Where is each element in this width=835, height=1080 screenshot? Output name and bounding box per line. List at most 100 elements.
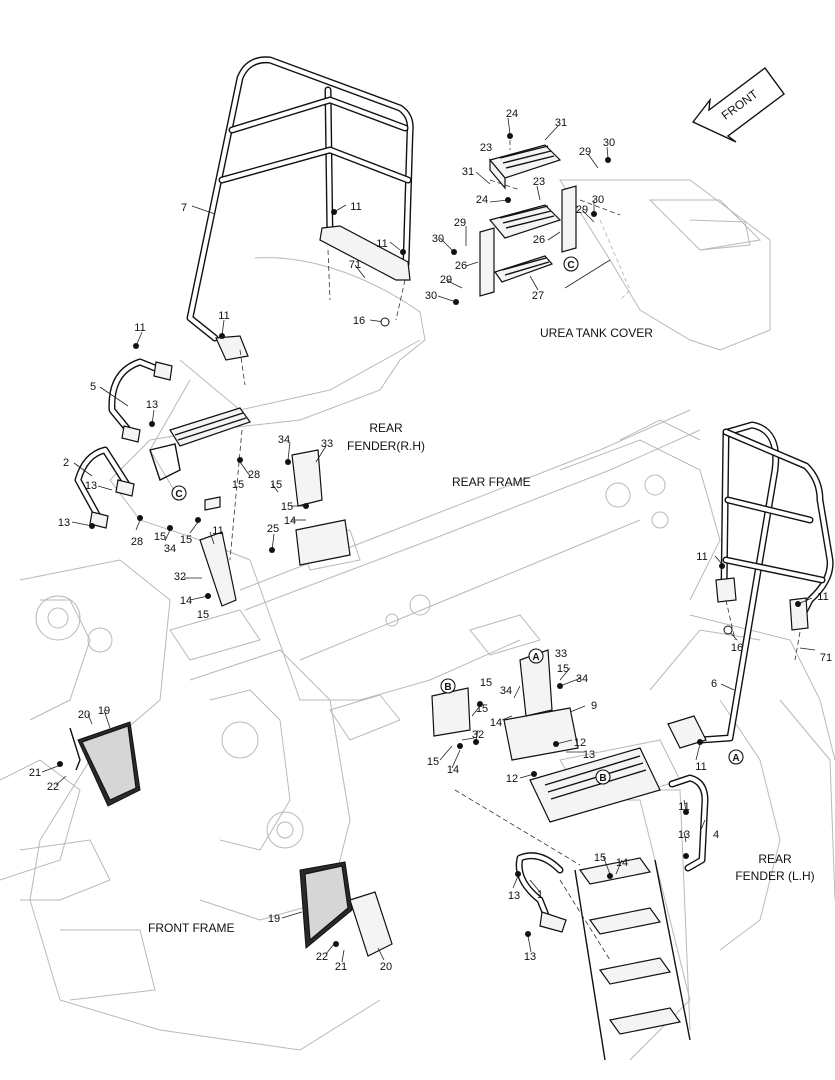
- rear-fender-lh-label-line2: FENDER (L.H): [735, 869, 814, 883]
- urea-tank-cover-label: UREA TANK COVER: [540, 326, 653, 340]
- rear-fender-lh-label-line1: REAR: [758, 852, 792, 866]
- handrail-4: [668, 774, 709, 872]
- handrail-7: [186, 56, 414, 361]
- callout-23: 23: [480, 142, 492, 154]
- svg-text:B: B: [444, 682, 451, 693]
- callout-21: 21: [335, 961, 347, 973]
- callout-11: 11: [212, 525, 223, 537]
- callout-13: 13: [58, 517, 70, 529]
- step-ladder-lh: [529, 747, 691, 1061]
- callout-16: 16: [731, 642, 743, 654]
- callout-16: 16: [353, 315, 365, 327]
- callout-15: 15: [427, 756, 439, 768]
- callout-33: 33: [555, 648, 567, 660]
- callout-26: 26: [533, 234, 545, 246]
- callout-34: 34: [164, 543, 176, 555]
- callout-7: 7: [181, 202, 187, 214]
- svg-text:B: B: [599, 773, 606, 784]
- callout-30: 30: [432, 233, 444, 245]
- callout-11: 11: [696, 551, 707, 563]
- callout-31: 31: [462, 166, 474, 178]
- callout-11: 11: [350, 201, 361, 213]
- callout-14: 14: [284, 515, 296, 527]
- callout-15: 15: [281, 501, 293, 513]
- callout-12: 12: [574, 737, 586, 749]
- callout-5: 5: [90, 381, 96, 393]
- svg-text:A: A: [532, 652, 539, 663]
- callout-71: 71: [820, 652, 832, 664]
- ref-marker-c-upper: C: [563, 256, 579, 272]
- callout-34: 34: [278, 434, 290, 446]
- callout-29: 29: [454, 217, 466, 229]
- callout-23: 23: [533, 176, 545, 188]
- callout-14: 14: [447, 764, 459, 776]
- leader-lines: [41, 117, 816, 963]
- callout-12: 12: [506, 773, 518, 785]
- callout-19: 19: [98, 705, 110, 717]
- callout-13: 13: [508, 890, 520, 902]
- callout-15: 15: [270, 479, 282, 491]
- callout-21: 21: [29, 767, 41, 779]
- callout-15: 15: [180, 534, 192, 546]
- callout-11: 11: [695, 761, 706, 773]
- callout-11: 11: [134, 322, 145, 334]
- callout-29: 29: [576, 204, 588, 216]
- callout-4: 4: [713, 829, 719, 841]
- callout-30: 30: [603, 137, 615, 149]
- svg-text:A: A: [732, 753, 739, 764]
- svg-text:C: C: [175, 489, 182, 500]
- callout-34: 34: [576, 673, 588, 685]
- ref-marker-b-lower: B: [595, 769, 611, 785]
- machine-background: [0, 179, 835, 1061]
- callout-11: 11: [678, 801, 689, 813]
- rear-frame-label: REAR FRAME: [452, 475, 531, 489]
- handrail-6: [667, 421, 834, 749]
- callout-31: 31: [555, 117, 567, 129]
- callout-2: 2: [63, 457, 69, 469]
- callout-32: 32: [174, 571, 186, 583]
- callout-15: 15: [480, 677, 492, 689]
- callout-25: 25: [267, 523, 279, 535]
- callout-13: 13: [85, 480, 97, 492]
- callout-1: 1: [537, 889, 543, 901]
- brackets-rh: [199, 449, 579, 761]
- handrail-2: [74, 446, 135, 529]
- front-arrow-icon: [691, 67, 785, 143]
- step-plate-rh: [149, 407, 251, 481]
- callout-6: 6: [711, 678, 717, 690]
- callout-19: 19: [268, 913, 280, 925]
- ref-marker-c-lower: C: [171, 485, 187, 501]
- callout-13: 13: [583, 749, 595, 761]
- callout-22: 22: [316, 951, 328, 963]
- ref-marker-b-upper: B: [440, 678, 456, 694]
- ref-marker-a-lower: A: [728, 749, 744, 765]
- callout-9: 9: [591, 700, 597, 712]
- callout-20: 20: [78, 709, 90, 721]
- callout-13: 13: [678, 829, 690, 841]
- callout-29: 29: [440, 274, 452, 286]
- svg-text:C: C: [567, 260, 574, 271]
- callout-14: 14: [180, 595, 192, 607]
- callout-15: 15: [557, 663, 569, 675]
- assembly-lines: [229, 249, 801, 961]
- callout-30: 30: [592, 194, 604, 206]
- callout-15: 15: [232, 479, 244, 491]
- callout-15: 15: [197, 609, 209, 621]
- callout-15: 15: [154, 531, 166, 543]
- callout-11: 11: [376, 238, 387, 250]
- front-frame-label: FRONT FRAME: [148, 921, 234, 935]
- callout-34: 34: [500, 685, 512, 697]
- callout-71: 71: [349, 259, 361, 271]
- callout-14: 14: [616, 857, 628, 869]
- callout-11: 11: [817, 591, 828, 603]
- callout-24: 24: [506, 108, 518, 120]
- callout-27: 27: [532, 290, 544, 302]
- urea-cover-steps: [479, 140, 621, 297]
- handrail-1: [515, 852, 567, 933]
- callout-24: 24: [476, 194, 488, 206]
- part-callouts: 7 11 11 71 16 11 11 5 13 2 13 13 24 31 3…: [29, 108, 832, 973]
- callout-11: 11: [218, 310, 229, 322]
- mud-guard-lower: [299, 861, 393, 957]
